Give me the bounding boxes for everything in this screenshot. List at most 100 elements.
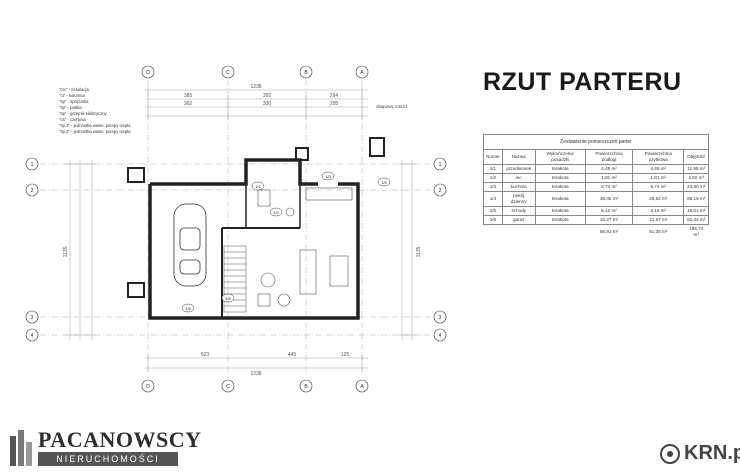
car bbox=[173, 203, 207, 287]
dim-bottom-a-1: 623 bbox=[201, 352, 210, 358]
table-cell: 11,98 m³ bbox=[683, 164, 709, 174]
axis-right-3-circle bbox=[433, 328, 447, 342]
walls bbox=[148, 158, 360, 320]
axis-right-0-circle bbox=[433, 157, 447, 171]
table-cell: schody bbox=[501, 206, 536, 216]
dim-bottom-a-2: 445 bbox=[288, 352, 297, 358]
axis-left-0-label: 1 bbox=[31, 162, 34, 168]
dim-top-b-3: 295 bbox=[330, 101, 339, 107]
dimension-labels: 1238 385 392 264 362 330 295 623 445 125… bbox=[63, 84, 422, 377]
room-tag-wc: 1/2 bbox=[273, 210, 279, 215]
dim-top-a-1: 385 bbox=[184, 93, 193, 99]
watermark-text: KRN.pl bbox=[684, 442, 740, 464]
chimneys bbox=[127, 137, 385, 298]
col-header: Numer bbox=[483, 149, 503, 165]
room-schedule-table: Zestawienie pomieszczeń parter Numer Naz… bbox=[483, 134, 709, 239]
building-logo-icon bbox=[10, 430, 32, 466]
table-caption: Zestawienie pomieszczeń parter bbox=[483, 134, 709, 149]
legend: "crc" - cirkulacja "ct" - kolumna "sp" -… bbox=[59, 87, 130, 135]
room-tag-kitchen: 1/3 bbox=[325, 174, 331, 179]
col-header: Powierzchnia użytkowa bbox=[632, 149, 685, 165]
axis-right-1-label: 2 bbox=[439, 188, 442, 194]
axis-left-2-circle bbox=[25, 310, 39, 324]
table-cell: 38,45 m² bbox=[584, 191, 634, 207]
axis-top-0-label: D bbox=[146, 70, 150, 76]
legend-item: "cs" - czerpnia bbox=[59, 117, 86, 122]
axis-right-3-label: 4 bbox=[439, 333, 442, 339]
axis-right-0-label: 1 bbox=[439, 162, 442, 168]
axis-top-2-circle bbox=[299, 65, 313, 79]
table-cell: terakota bbox=[534, 164, 586, 174]
table-cell: 1,81 m² bbox=[632, 173, 685, 183]
table-cell: terakota bbox=[534, 173, 586, 183]
table-cell: 1/3 bbox=[483, 182, 503, 192]
col-header: Powierzchnia podłogi bbox=[584, 149, 634, 165]
table-sum-cell bbox=[502, 225, 535, 240]
table-cell: wc bbox=[501, 173, 536, 183]
table-sum-cell: 61,38 m² bbox=[649, 229, 668, 234]
dim-bottom-a-3: 125 bbox=[341, 352, 350, 358]
table-cell: 5,10 m² bbox=[584, 206, 634, 216]
table-cell: 4,49 m² bbox=[632, 164, 685, 174]
logo-brand-text: PACANOWSCY bbox=[38, 427, 202, 452]
dimension-lines bbox=[69, 89, 413, 369]
axis-bottom-3-label: A bbox=[360, 384, 364, 390]
table-cell: 15,01 m³ bbox=[683, 206, 709, 216]
table-cell: 4,82 m³ bbox=[683, 173, 709, 183]
dim-right-total: 1135 bbox=[416, 246, 422, 257]
table-cell: 1/5 bbox=[483, 206, 503, 216]
axis-bottom-1-label: C bbox=[226, 384, 230, 390]
axis-left-3-circle bbox=[25, 328, 39, 342]
dim-top-total: 1238 bbox=[250, 84, 261, 90]
krn-logo-icon bbox=[660, 444, 680, 464]
dim-left-total: 1135 bbox=[63, 246, 69, 257]
axis-top-3-circle bbox=[355, 65, 369, 79]
axis-left-0-circle bbox=[25, 157, 39, 171]
room-tags: 1/6 1/2 1/3 1/4 1/5 1/1 bbox=[185, 174, 387, 311]
table-sum-cell bbox=[484, 225, 503, 240]
axis-right-2-circle bbox=[433, 310, 447, 324]
legend-item: "sp.1" - jednostka wewn. pompy ciepła bbox=[59, 123, 131, 128]
table-header-row: Numer Nazwa Wykończenie posadzki Powierz… bbox=[483, 149, 709, 165]
table-cell: 21,67 m² bbox=[632, 215, 685, 225]
axis-left-1-label: 2 bbox=[31, 188, 34, 194]
room-tag-stairs: 1/5 bbox=[225, 296, 231, 301]
dimension-ticks bbox=[66, 86, 416, 372]
axis-right-1-circle bbox=[433, 183, 447, 197]
table-sum-cell bbox=[535, 225, 585, 240]
room-tag-garage: 1/6 bbox=[185, 306, 191, 311]
axis-bottom-2-circle bbox=[299, 379, 313, 393]
axis-bottom-2-label: B bbox=[304, 384, 308, 390]
table-cell: kuchnia bbox=[501, 182, 536, 192]
room-tag-living: 1/4 bbox=[381, 180, 387, 185]
legend-item: "ct" - kolumna bbox=[59, 93, 85, 98]
room-tag-vestibule: 1/1 bbox=[255, 184, 261, 189]
table-cell: 68,15 m³ bbox=[683, 191, 709, 207]
axis-top-0-circle bbox=[141, 65, 155, 79]
dim-top-b-1: 362 bbox=[184, 101, 193, 107]
legend-item: "sp" - pralka bbox=[59, 105, 82, 110]
table-cell: terakota bbox=[534, 191, 586, 207]
logo-sub-text: NIERUCHOMOŚCI bbox=[38, 452, 178, 466]
room-tag-circles bbox=[181, 171, 391, 313]
table-cell: 4,49 m² bbox=[584, 164, 634, 174]
axis-bottom-1-circle bbox=[221, 379, 235, 393]
note-label: okapowy 24x24 bbox=[376, 104, 408, 109]
col-header: Objętość bbox=[683, 149, 709, 165]
table-cell: 25,52 m² bbox=[632, 191, 685, 207]
axis-top-1-label: C bbox=[226, 70, 230, 76]
legend-item: "sp" - grzejnik elektryczny bbox=[59, 111, 107, 116]
table-sum-cell: 185,74 m³ bbox=[689, 226, 704, 237]
legend-item: "crc" - cirkulacja bbox=[59, 87, 89, 92]
table-cell: 1/4 bbox=[483, 191, 503, 207]
table-cell: terakota bbox=[534, 182, 586, 192]
